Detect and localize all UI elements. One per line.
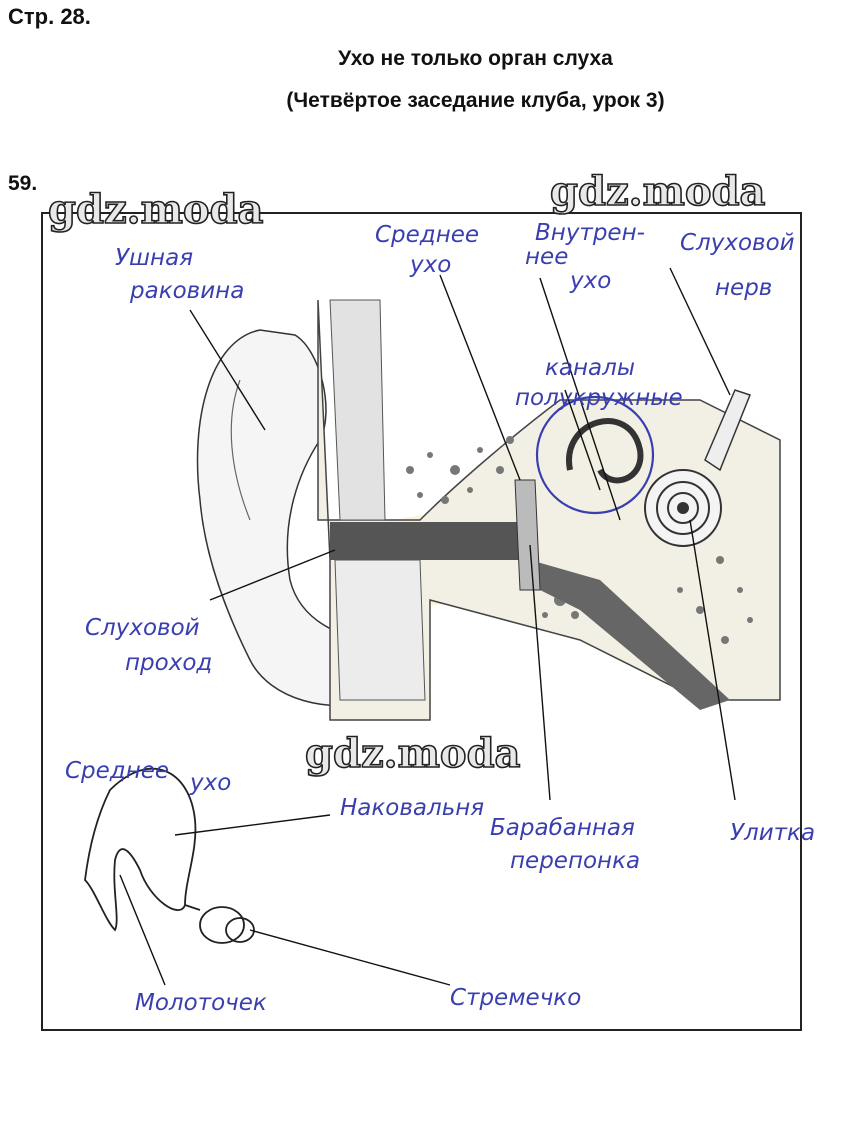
label-auricle-line1: Ушная	[115, 245, 193, 271]
temporal-bone	[317, 299, 781, 721]
page-subtitle: (Четвёртое заседание клуба, урок 3)	[286, 89, 665, 112]
eardrum	[514, 479, 541, 591]
label-canals-line1: каналы	[545, 355, 635, 381]
label-meatus-line1: Слуховой	[85, 615, 200, 641]
label-inner-ear-line3: ухо	[569, 268, 611, 294]
diagram-frame	[41, 212, 802, 1031]
label-meatus-line2: проход	[125, 650, 212, 676]
label-eardrum-line1: Барабанная	[490, 815, 635, 841]
ear-canal	[330, 522, 530, 560]
label-inner-ear-line2: нее	[525, 244, 568, 270]
page-title: Ухо не только орган слуха	[338, 47, 613, 70]
label-nerve-line1: Слуховой	[680, 230, 795, 256]
label-inner-ear-line1: Внутрен-	[535, 220, 645, 246]
label-middle-ear-line2: ухо	[409, 252, 451, 278]
label-canals-line2: полукружные	[515, 385, 683, 411]
label-incus: Наковальня	[340, 795, 484, 821]
eustachian-tube	[520, 560, 730, 710]
auditory-nerve	[704, 389, 751, 472]
task-number: 59.	[8, 172, 38, 195]
pointer-lines	[119, 267, 736, 986]
label-malleus: Молоточек	[135, 990, 267, 1016]
watermark: gdz.moda	[549, 167, 766, 216]
ossicles-sketch	[84, 767, 255, 944]
watermark: gdz.moda	[47, 185, 264, 234]
label-eardrum-line2: перепонка	[510, 848, 640, 874]
label-nerve-line2: нерв	[715, 275, 772, 301]
cartilage	[334, 559, 426, 701]
semicircular-canals	[566, 418, 644, 484]
watermark: gdz.moda	[304, 729, 521, 778]
label-cochlea: Улитка	[730, 820, 815, 846]
auricle-fold	[230, 379, 251, 521]
label-auricle-line2: раковина	[129, 278, 244, 304]
bone-texture	[406, 436, 753, 644]
cochlea	[644, 469, 722, 547]
page-reference: Стр. 28.	[8, 4, 91, 29]
label-ossicles-line1: Среднее	[65, 758, 169, 784]
label-stapes: Стремечко	[450, 985, 581, 1011]
label-middle-ear-line1: Среднее	[375, 222, 479, 248]
semicircular-highlight	[535, 395, 655, 515]
soft-tissue	[329, 299, 386, 521]
label-ossicles-line2: ухо	[189, 770, 231, 796]
